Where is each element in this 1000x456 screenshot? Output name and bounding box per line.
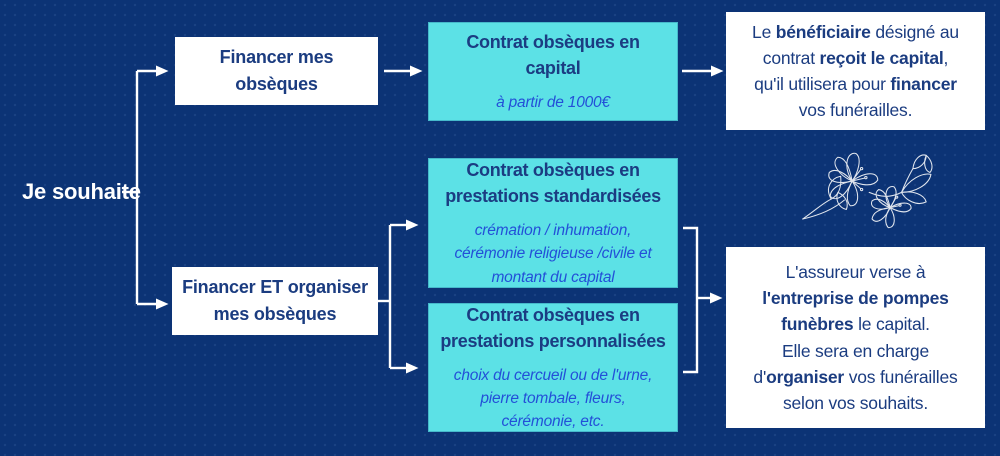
contract-standardized-note: crémation / inhumation, cérémonie religi… xyxy=(454,222,652,286)
contract-personalized-note: choix du cercueil ou de l'urne, pierre t… xyxy=(453,366,653,431)
option-box-finance-organize: Financer ET organiser mes obsèques xyxy=(172,267,378,335)
contract-personalized-title: Contrat obsèques en prestations personna… xyxy=(440,304,666,351)
option-box-finance: Financer mes obsèques xyxy=(175,37,378,105)
option-finance-organize-label: Financer ET organiser mes obsèques xyxy=(182,277,368,324)
outcome-insurer-text: L'assureur verse à l'entreprise de pompe… xyxy=(753,261,958,413)
contract-standardized-title: Contrat obsèques en prestations standard… xyxy=(445,160,661,207)
contract-capital-note: à partir de 1000€ xyxy=(496,93,610,111)
flower-illustration-icon xyxy=(802,152,933,229)
outcome-box-insurer: L'assureur verse à l'entreprise de pompe… xyxy=(726,247,985,428)
contract-box-standardized: Contrat obsèques en prestations standard… xyxy=(428,158,678,288)
contract-box-personalized: Contrat obsèques en prestations personna… xyxy=(428,303,678,432)
option-finance-label: Financer mes obsèques xyxy=(219,47,334,94)
contract-box-capital: Contrat obsèques en capital à partir de … xyxy=(428,22,678,121)
root-label: Je souhaite xyxy=(22,179,141,204)
outcome-beneficiary-text: Le bénéficiaire désigné au contrat reçoi… xyxy=(752,21,959,121)
outcome-box-beneficiary: Le bénéficiaire désigné au contrat reçoi… xyxy=(726,12,985,130)
contract-capital-title: Contrat obsèques en capital xyxy=(466,31,640,78)
